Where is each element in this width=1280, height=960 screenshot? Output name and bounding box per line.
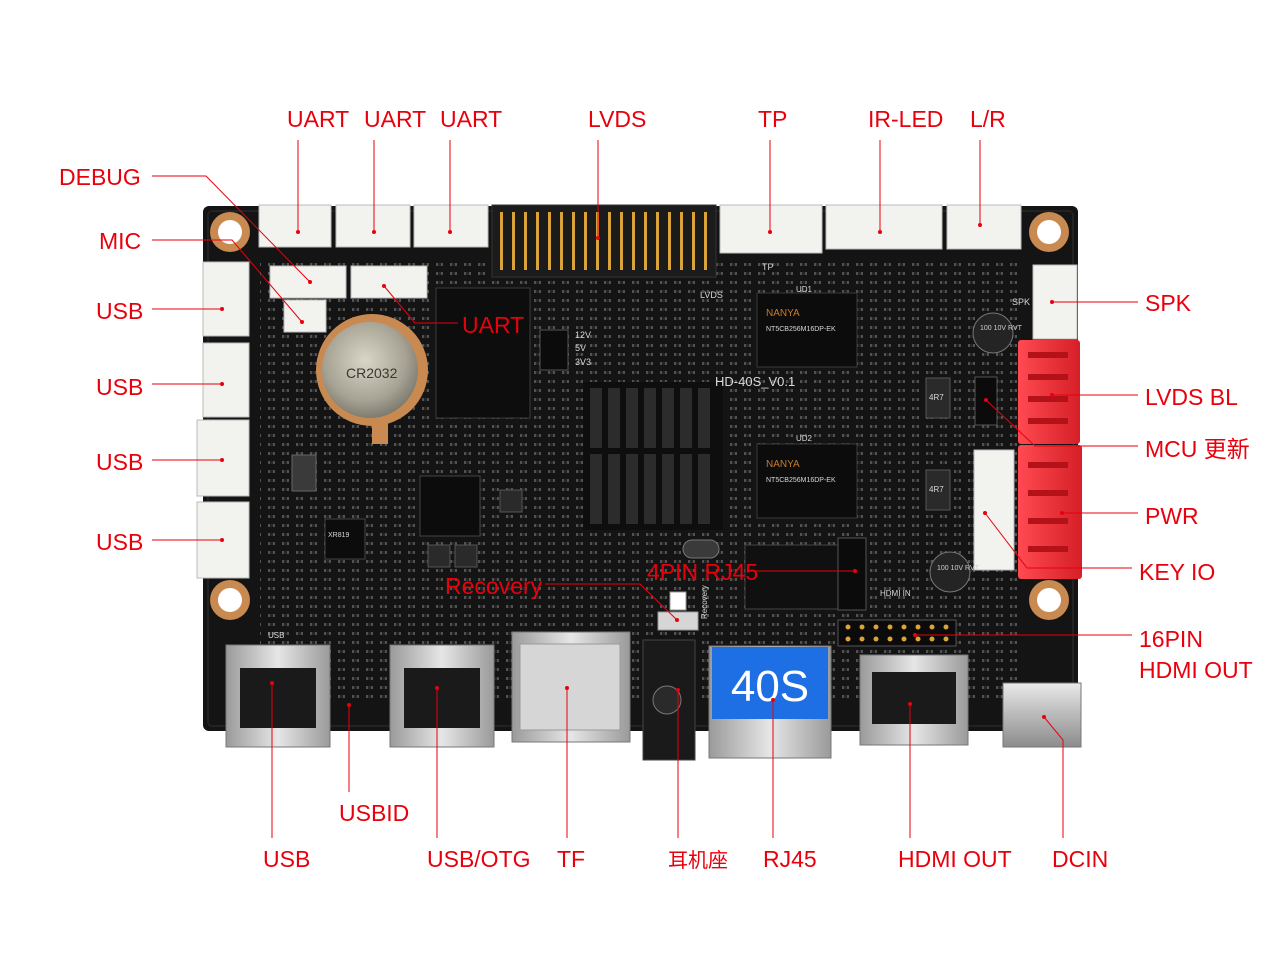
lvds-silk: LVDS	[700, 290, 723, 300]
leader-dots	[220, 223, 1064, 719]
label-hdmi-out-right: HDMI OUT	[1139, 657, 1253, 683]
label-hdmi-out-bottom: HDMI OUT	[898, 846, 1012, 872]
usb-silk: USB	[268, 631, 284, 640]
mcu-chip-silk: XR819	[328, 532, 350, 539]
label-key-io: KEY IO	[1139, 559, 1216, 585]
top-connectors	[258, 204, 1022, 254]
label-usbid: USBID	[339, 800, 410, 826]
ram2-brand: NANYA	[766, 459, 800, 470]
left-connectors	[196, 261, 250, 579]
label-pwr: PWR	[1145, 503, 1199, 529]
ud2-silk: UD2	[796, 434, 813, 443]
heatsink	[583, 382, 723, 530]
mounting-holes	[210, 212, 1069, 620]
v5-silk: 5V	[575, 343, 586, 353]
board-silkscreen: HD-40S_V0.1 UD1 UD2 NANYA NT5CB256M16DP-…	[268, 262, 1030, 711]
label-ir-led: IR-LED	[868, 106, 944, 132]
label-uart-2: UART	[364, 106, 427, 132]
label-usb-1: USB	[96, 298, 144, 324]
pin-headers	[539, 329, 998, 647]
rtc-battery	[316, 314, 428, 444]
label-usb-4: USB	[96, 529, 144, 555]
label-dcin: DCIN	[1052, 846, 1109, 872]
ud1-silk: UD1	[796, 285, 813, 294]
hdmi-in-silk: HDMI IN	[880, 589, 911, 598]
chips	[324, 287, 858, 610]
cap2-silk: 100 10V RVT	[937, 565, 980, 572]
label-lvds: LVDS	[588, 106, 647, 132]
label-rj45: RJ45	[763, 846, 817, 872]
label-mcu-update: MCU 更新	[1145, 436, 1250, 462]
label-uart-board: UART	[462, 312, 525, 338]
label-mic: MIC	[99, 228, 142, 254]
cap1-silk: 100 10V RVT	[980, 325, 1023, 332]
leader-lines	[152, 140, 1138, 838]
red-connectors	[1018, 340, 1082, 579]
label-uart-3: UART	[440, 106, 503, 132]
label-lvds-bl: LVDS BL	[1145, 384, 1238, 410]
rj45-badge: 40S	[731, 662, 809, 711]
label-4pin-rj45: 4PIN RJ45	[647, 559, 759, 585]
label-lr: L/R	[970, 106, 1006, 132]
ram1-brand: NANYA	[766, 308, 800, 319]
lvds-header	[491, 204, 717, 278]
board-model: HD-40S_V0.1	[715, 374, 795, 389]
label-usb-bottom: USB	[263, 846, 311, 872]
label-usb-2: USB	[96, 374, 144, 400]
label-16pin: 16PIN	[1139, 626, 1203, 652]
label-spk: SPK	[1145, 290, 1192, 316]
tp-silk: TP	[762, 262, 774, 272]
label-debug: DEBUG	[59, 164, 141, 190]
passives	[291, 312, 1014, 593]
bottom-ports	[225, 591, 1082, 761]
label-tf: TF	[557, 846, 586, 872]
inductor2-silk: 4R7	[929, 485, 944, 494]
v33-silk: 3V3	[575, 357, 591, 367]
v12-silk: 12V	[575, 330, 591, 340]
label-tp: TP	[758, 106, 788, 132]
label-uart-1: UART	[287, 106, 350, 132]
label-recovery: Recovery	[445, 573, 543, 599]
label-earphone: 耳机座	[668, 848, 728, 872]
ram2-part: NT5CB256M16DP-EK	[766, 477, 836, 484]
label-usb-3: USB	[96, 449, 144, 475]
ram1-part: NT5CB256M16DP-EK	[766, 326, 836, 333]
inductor1-silk: 4R7	[929, 393, 944, 402]
recovery-silk: Recovery	[700, 585, 709, 619]
rtc-silk: CR2032	[346, 365, 398, 381]
label-usb-otg: USB/OTG	[427, 846, 531, 872]
spk-silk: SPK	[1012, 297, 1030, 307]
